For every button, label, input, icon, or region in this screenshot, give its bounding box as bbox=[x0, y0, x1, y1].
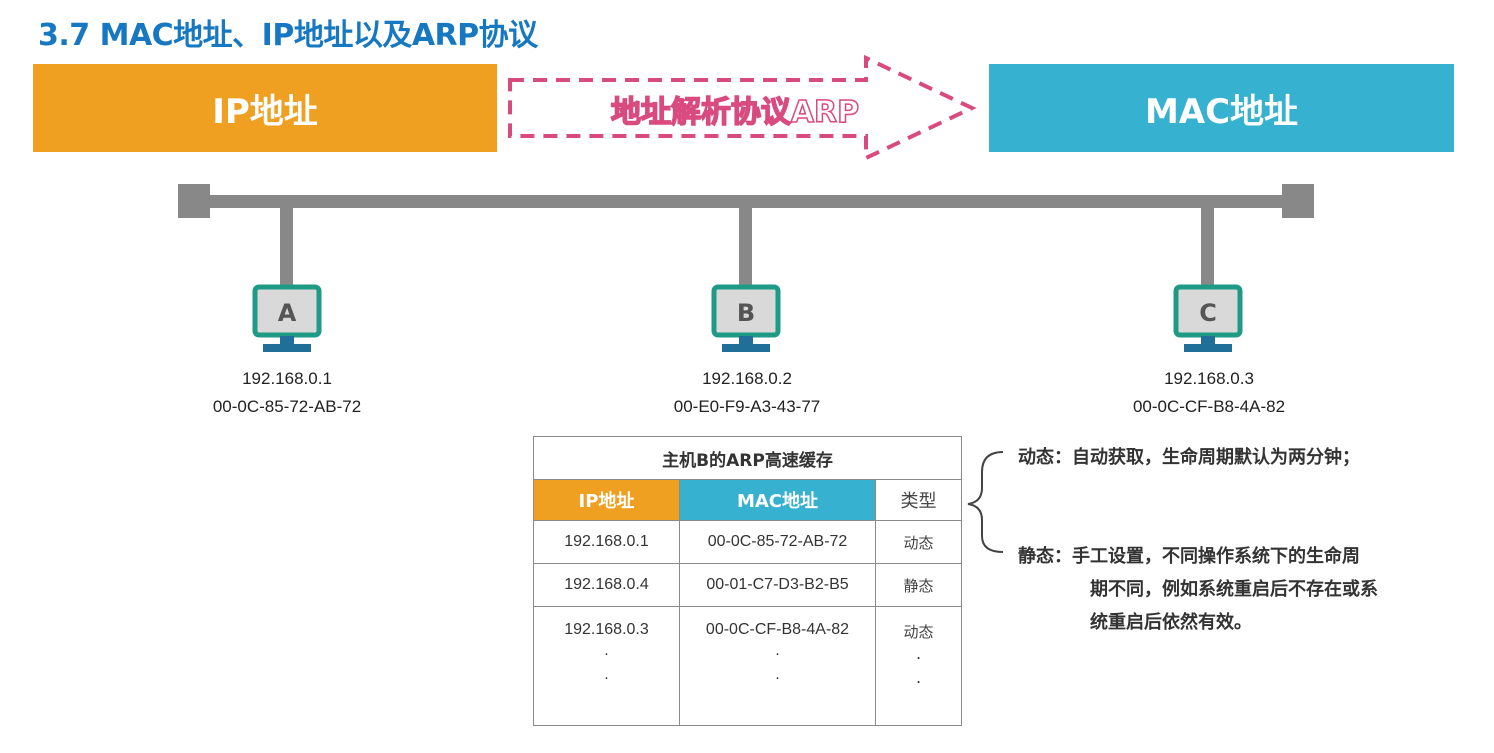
host-c-mac: 00-0C-CF-B8-4A-82 bbox=[1132, 397, 1286, 416]
row-type: 静态 bbox=[874, 563, 963, 607]
drop-line-a bbox=[280, 205, 293, 287]
row-mac: 00-0C-CF-B8-4A-82 . . bbox=[679, 606, 876, 726]
arp-arrow-label: 地址解析协议ARP bbox=[610, 94, 860, 131]
host-c-ip: 192.168.0.3 bbox=[1164, 369, 1254, 388]
curly-brace bbox=[967, 451, 1004, 553]
host-c-label: 192.168.0.3 00-0C-CF-B8-4A-82 bbox=[1099, 365, 1319, 421]
row-ip: 192.168.0.3 . . bbox=[533, 606, 680, 726]
note-static-line3: 统重启后依然有效。 bbox=[1090, 612, 1252, 633]
row-ip: 192.168.0.4 bbox=[533, 563, 680, 607]
arp-cache-caption: 主机B的ARP高速缓存 bbox=[532, 436, 963, 480]
arp-cache-table: 主机B的ARP高速缓存 IP地址 MAC地址 类型 192.168.0.1 00… bbox=[532, 436, 963, 726]
header-ip: IP地址 bbox=[533, 479, 680, 521]
row-ip: 192.168.0.1 bbox=[533, 520, 680, 564]
host-b-mac: 00-E0-F9-A3-43-77 bbox=[673, 397, 821, 416]
table-header-row: IP地址 MAC地址 类型 bbox=[533, 479, 963, 521]
ellipsis-dot: . bbox=[775, 642, 780, 659]
note-static: 静态：手工设置，不同操作系统下的生命周 期不同，例如系统重启后不存在或系 统重启… bbox=[1018, 540, 1378, 639]
note-static-line1: 静态：手工设置，不同操作系统下的生命周 bbox=[1018, 546, 1360, 567]
ellipsis-dot: . bbox=[775, 666, 780, 683]
row-type: 动态 bbox=[874, 520, 963, 564]
computer-c-letter: C bbox=[1199, 299, 1217, 327]
host-b-label: 192.168.0.2 00-E0-F9-A3-43-77 bbox=[637, 365, 857, 421]
arp-arrow bbox=[508, 54, 977, 162]
mac-address-label: MAC地址 bbox=[1144, 91, 1299, 132]
header-type: 类型 bbox=[874, 479, 963, 521]
host-a-ip: 192.168.0.1 bbox=[242, 369, 332, 388]
note-dynamic: 动态：自动获取，生命周期默认为两分钟； bbox=[1018, 447, 1360, 468]
host-b-ip: 192.168.0.2 bbox=[702, 369, 792, 388]
computer-c-icon: C bbox=[1173, 284, 1243, 352]
drop-line-b bbox=[739, 205, 752, 287]
mac-address-block: MAC地址 bbox=[989, 64, 1454, 152]
row-mac: 00-0C-85-72-AB-72 bbox=[679, 520, 876, 564]
row-type-value: 动态 bbox=[903, 623, 934, 641]
row-ip-value: 192.168.0.3 bbox=[564, 621, 649, 638]
row-type: 动态 . . bbox=[874, 606, 963, 726]
page-title: 3.7 MAC地址、IP地址以及ARP协议 bbox=[38, 18, 538, 53]
table-row: 192.168.0.1 00-0C-85-72-AB-72 动态 bbox=[533, 520, 963, 564]
bus-end-right bbox=[1282, 184, 1314, 218]
header-mac: MAC地址 bbox=[679, 479, 876, 521]
note-static-line2: 期不同，例如系统重启后不存在或系 bbox=[1090, 579, 1378, 600]
ip-address-block: IP地址 bbox=[33, 64, 497, 152]
ellipsis-dot: . bbox=[915, 644, 922, 663]
ip-address-label: IP地址 bbox=[212, 91, 318, 132]
row-mac-value: 00-0C-CF-B8-4A-82 bbox=[705, 621, 850, 638]
ellipsis-dot: . bbox=[915, 668, 922, 687]
computer-a-letter: A bbox=[278, 299, 297, 327]
drop-line-c bbox=[1201, 205, 1214, 287]
computer-b-letter: B bbox=[737, 299, 755, 327]
computer-a-icon: A bbox=[252, 284, 322, 352]
host-a-mac: 00-0C-85-72-AB-72 bbox=[212, 397, 362, 416]
ellipsis-dot: . bbox=[604, 642, 609, 659]
row-mac: 00-01-C7-D3-B2-B5 bbox=[679, 563, 876, 607]
table-row: 192.168.0.3 . . 00-0C-CF-B8-4A-82 . . 动态… bbox=[533, 606, 963, 726]
table-row: 192.168.0.4 00-01-C7-D3-B2-B5 静态 bbox=[533, 563, 963, 607]
bus-line bbox=[200, 195, 1290, 208]
host-a-label: 192.168.0.1 00-0C-85-72-AB-72 bbox=[177, 365, 397, 421]
ellipsis-dot: . bbox=[604, 666, 609, 683]
computer-b-icon: B bbox=[711, 284, 781, 352]
